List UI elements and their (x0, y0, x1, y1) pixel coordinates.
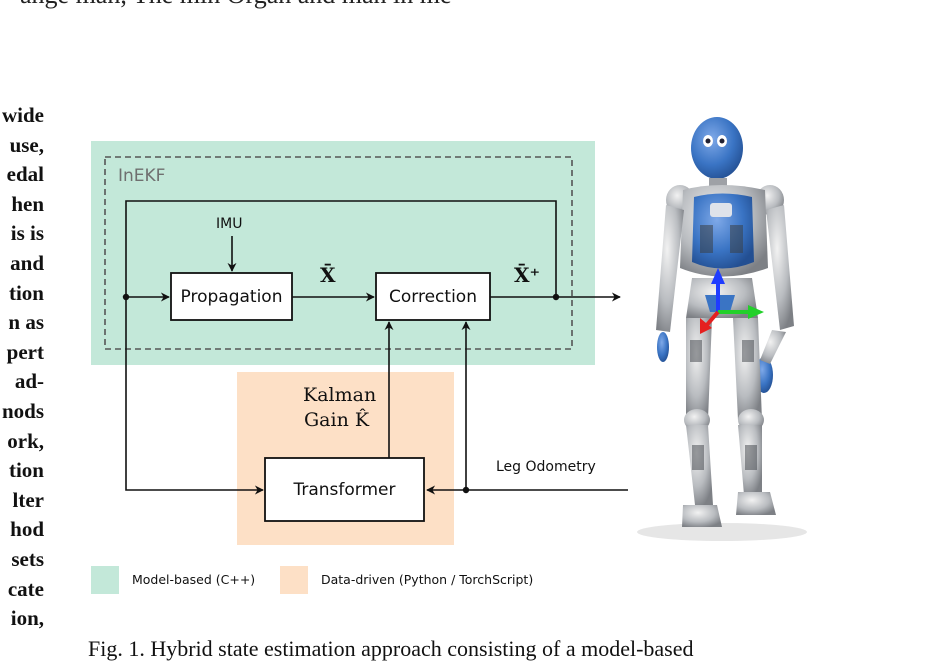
feedback-loop-line (125, 200, 557, 297)
leg-odometry-label: Leg Odometry (496, 459, 596, 475)
inekf-boundary (104, 156, 573, 350)
legend-swatch-data-driven (280, 566, 308, 594)
kalman-label-line2: Gain K̂ (304, 409, 370, 431)
side-line: ion, (10, 606, 44, 631)
side-line: ork, (7, 428, 44, 453)
junction-dot (552, 293, 560, 301)
top-text-fragment: ange man, The min Organ and man in me (20, 0, 452, 10)
inekf-label: InEKF (118, 166, 166, 186)
transformer-box (264, 457, 425, 522)
propagation-label: Propagation (180, 286, 283, 307)
side-line: pert (6, 339, 44, 364)
state-to-transformer-arrow (125, 297, 264, 495)
side-line: tion (8, 458, 44, 483)
humanoid-robot-image (637, 117, 807, 541)
legend-model-based-label: Model-based (C++) (132, 572, 256, 587)
side-line: wide (2, 103, 44, 127)
side-line: is is (10, 221, 44, 246)
side-text-column: wide use, edal hen is is and tion n as p… (0, 101, 44, 634)
side-line: nods (1, 398, 44, 423)
junction-dot (122, 293, 130, 301)
imu-label: IMU (216, 216, 243, 232)
kalman-label-line1: Kalman (303, 384, 377, 406)
xbar-plus-label: X̄⁺ (514, 263, 541, 287)
xbar-label: X̄ (320, 263, 336, 287)
side-line: hen (11, 191, 44, 216)
side-line: lter (12, 487, 44, 512)
side-line: use, (9, 132, 44, 157)
side-line: hod (10, 517, 44, 542)
side-line: ad- (14, 369, 44, 394)
legend-data-driven-label: Data-driven (Python / TorchScript) (321, 572, 534, 587)
side-line: edal (6, 162, 44, 187)
side-line: and (10, 250, 44, 275)
propagation-box (170, 272, 293, 321)
side-line: cate (7, 576, 44, 601)
side-line: n as (8, 310, 44, 335)
transformer-label: Transformer (293, 479, 396, 500)
correction-label: Correction (389, 286, 477, 307)
side-line: tion (8, 280, 44, 305)
legend-swatch-model-based (91, 566, 119, 594)
side-line: sets (11, 546, 44, 571)
correction-box (375, 272, 491, 321)
model-based-region (91, 141, 595, 365)
junction-dot (462, 486, 470, 494)
figure-caption: Fig. 1. Hybrid state estimation approach… (88, 636, 694, 661)
figure-diagram (91, 117, 807, 594)
